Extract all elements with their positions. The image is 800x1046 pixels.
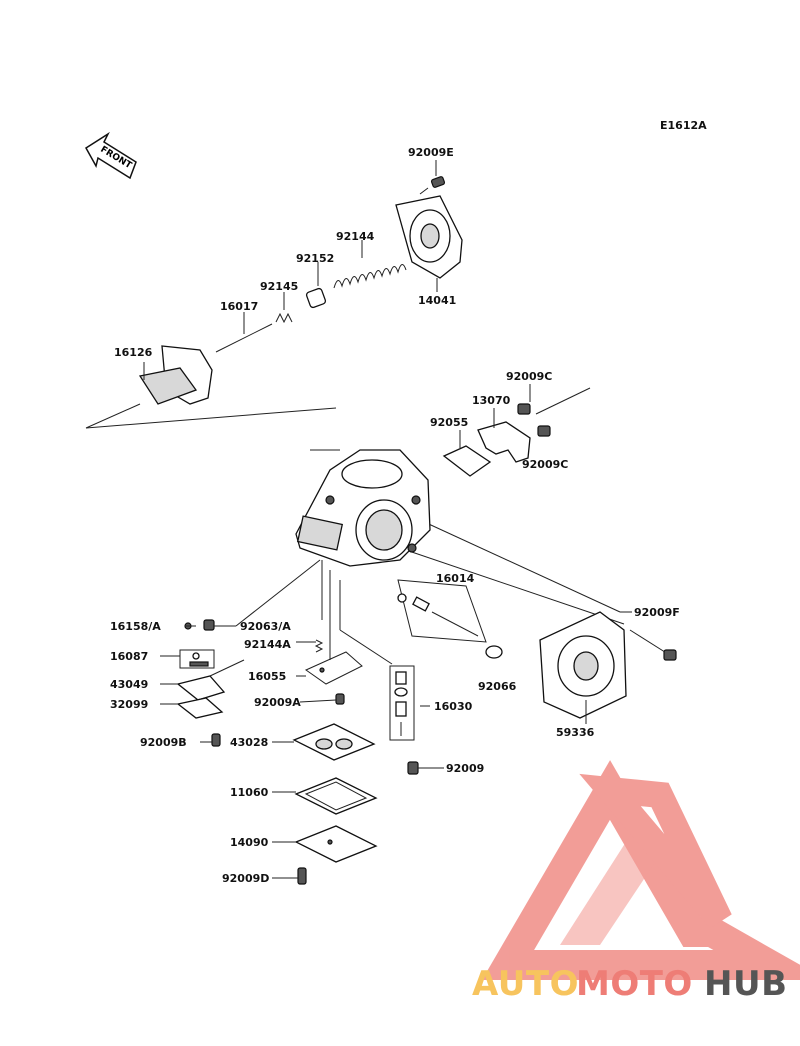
label-16055: 16055 xyxy=(248,670,286,683)
carburetor-body xyxy=(295,449,431,567)
diagram-code: E1612A xyxy=(660,119,707,132)
label-92009F: 92009F xyxy=(634,606,680,619)
part-14090-cover xyxy=(294,825,378,863)
leader-lines xyxy=(160,559,632,879)
part-16126-diaphragm xyxy=(138,345,213,405)
label-13070: 13070 xyxy=(472,394,511,407)
label-43028: 43028 xyxy=(230,736,268,749)
part-92009-screw xyxy=(407,761,419,775)
label-16030: 16030 xyxy=(434,700,473,713)
part-43049-diaphragm xyxy=(176,675,226,701)
label-16014: 16014 xyxy=(436,572,475,585)
part-92009C-screw-b xyxy=(537,425,551,437)
label-16126: 16126 xyxy=(114,346,153,359)
part-92009E-screw xyxy=(419,160,446,195)
part-92063A-screw xyxy=(203,619,215,631)
part-43028-diaphragm xyxy=(292,723,376,761)
label-14090: 14090 xyxy=(230,836,269,849)
front-direction-arrow: FRONT xyxy=(85,131,137,180)
watermark-text: AUTO MOTO HUB xyxy=(472,964,787,1004)
label-92009D: 92009D xyxy=(222,872,269,885)
label-59336: 59336 xyxy=(556,726,595,739)
label-92009C-b: 92009C xyxy=(522,458,568,471)
label-14041: 14041 xyxy=(418,294,456,307)
label-92009C-a: 92009C xyxy=(506,370,552,383)
part-11060-gasket xyxy=(294,777,378,815)
part-16014-needle-assembly xyxy=(397,579,487,643)
watermark-moto: MOTO xyxy=(576,964,693,1004)
label-92009A: 92009A xyxy=(254,696,301,709)
label-32099: 32099 xyxy=(110,698,148,711)
part-92009B-screw xyxy=(211,733,221,747)
label-92145: 92145 xyxy=(260,280,298,293)
label-92066: 92066 xyxy=(478,680,517,693)
part-14041-cover xyxy=(395,195,463,292)
label-92009E: 92009E xyxy=(408,146,454,159)
label-16017: 16017 xyxy=(220,300,258,313)
part-16030-valve xyxy=(389,665,415,741)
part-92144A-spring xyxy=(314,639,324,653)
label-43049: 43049 xyxy=(110,678,148,691)
label-92055: 92055 xyxy=(430,416,468,429)
perspective-guides xyxy=(85,387,625,625)
part-32099-cover xyxy=(176,697,224,719)
part-59336-cover xyxy=(539,611,627,724)
part-labels: 92009E 92144 92152 92145 16017 16126 140… xyxy=(110,146,680,885)
label-92063A: 92063/A xyxy=(240,620,291,633)
part-16055-plate xyxy=(304,651,363,685)
label-92009B: 92009B xyxy=(140,736,187,749)
part-92009D-screw xyxy=(297,867,307,885)
part-92009C-screw-a xyxy=(517,384,531,415)
part-92055-gasket xyxy=(442,430,492,477)
label-92009: 92009 xyxy=(446,762,484,775)
part-92144-spring xyxy=(333,240,407,289)
watermark-logo xyxy=(481,760,800,980)
part-16087-lever xyxy=(179,649,215,669)
part-13070-bracket xyxy=(477,408,531,463)
label-16087: 16087 xyxy=(110,650,148,663)
part-92009F-bolt xyxy=(629,629,677,661)
part-92152-holder xyxy=(305,262,327,309)
label-16158A: 16158/A xyxy=(110,620,161,633)
watermark-hub: HUB xyxy=(704,964,787,1004)
part-16017-needle xyxy=(215,312,273,353)
label-92144: 92144 xyxy=(336,230,375,243)
part-92066-ring xyxy=(485,645,503,659)
part-92145-spring xyxy=(275,292,293,324)
label-11060: 11060 xyxy=(230,786,269,799)
watermark-auto: AUTO xyxy=(472,964,579,1004)
part-92009A-screw xyxy=(335,693,345,705)
label-92152: 92152 xyxy=(296,252,334,265)
label-92144A: 92144A xyxy=(244,638,291,651)
